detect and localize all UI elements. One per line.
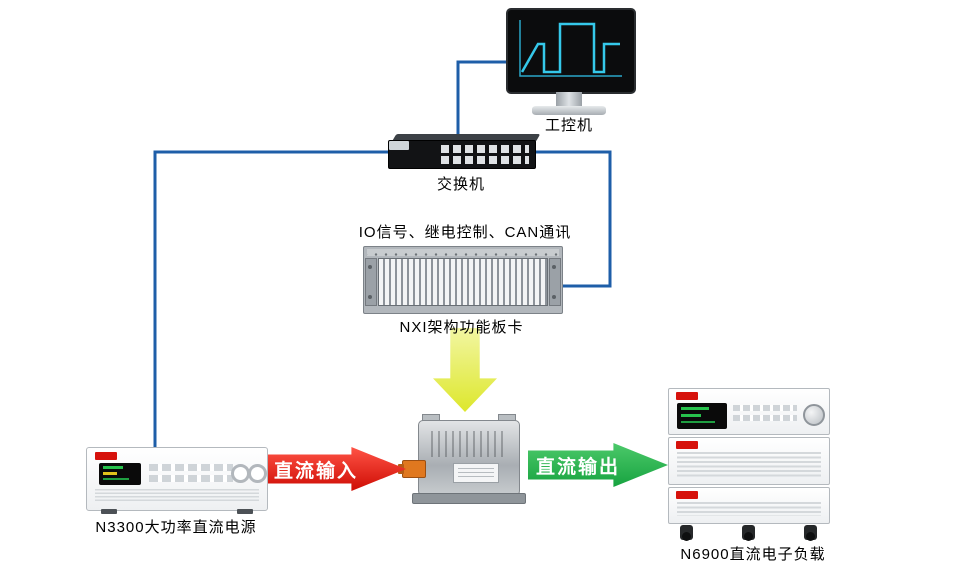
brand-logo (676, 441, 698, 449)
dut-converter-icon (398, 414, 526, 504)
switch-label: 交换机 (436, 176, 485, 193)
power-supply-icon (86, 447, 268, 514)
industrial-pc-label: 工控机 (544, 117, 593, 134)
psu-vents (95, 489, 259, 503)
psu-foot (237, 509, 253, 514)
caster-wheel (804, 525, 817, 541)
dc-output-label: 直流输出 (536, 456, 621, 478)
load-unit (668, 487, 830, 524)
psu-display (99, 463, 141, 485)
switch-sticker (389, 141, 409, 150)
brand-logo (676, 392, 698, 400)
dc-input-label: 直流输入 (274, 460, 359, 482)
psu-buttons-row (149, 464, 233, 471)
switch-ports-row (441, 156, 529, 164)
psu-foot (101, 509, 117, 514)
rack-handle-left (365, 258, 377, 306)
load-display (677, 403, 727, 429)
nxi-rack-icon (363, 246, 563, 314)
dut-base-flange (412, 493, 526, 504)
caster-wheel (742, 525, 755, 541)
load-unit (668, 437, 830, 485)
monitor-stand-base (532, 106, 606, 115)
rack-card-slots (378, 258, 548, 306)
load-label: N6900直流电子负载 (680, 546, 826, 563)
caster-wheel (680, 525, 693, 541)
network-switch-icon (388, 140, 536, 169)
psu-buttons-row (149, 475, 233, 482)
dut-cooling-fins (431, 431, 507, 457)
switch-ports-row (441, 145, 529, 153)
dut-nameplate (453, 463, 499, 483)
rack-top-rail (367, 249, 559, 256)
monitor-stand-neck (556, 92, 582, 106)
load-buttons-row (733, 405, 797, 411)
load-vents (677, 502, 821, 516)
nxi-rack-label: NXI架构功能板卡 (399, 319, 524, 336)
brand-logo (95, 452, 117, 460)
load-knob (803, 404, 825, 426)
io-signal-text: IO信号、继电控制、CAN通讯 (358, 224, 572, 241)
load-buttons-row (733, 415, 797, 421)
screen-waveform (519, 20, 622, 77)
psu-output-connector (248, 464, 267, 483)
rack-handle-right (549, 258, 561, 306)
dut-body (418, 420, 520, 496)
industrial-pc-icon (506, 8, 636, 94)
load-unit (668, 388, 830, 435)
power-supply-label: N3300大功率直流电源 (95, 519, 257, 536)
load-vents (677, 452, 821, 477)
brand-logo (676, 491, 698, 499)
electronic-load-icon (668, 388, 830, 544)
